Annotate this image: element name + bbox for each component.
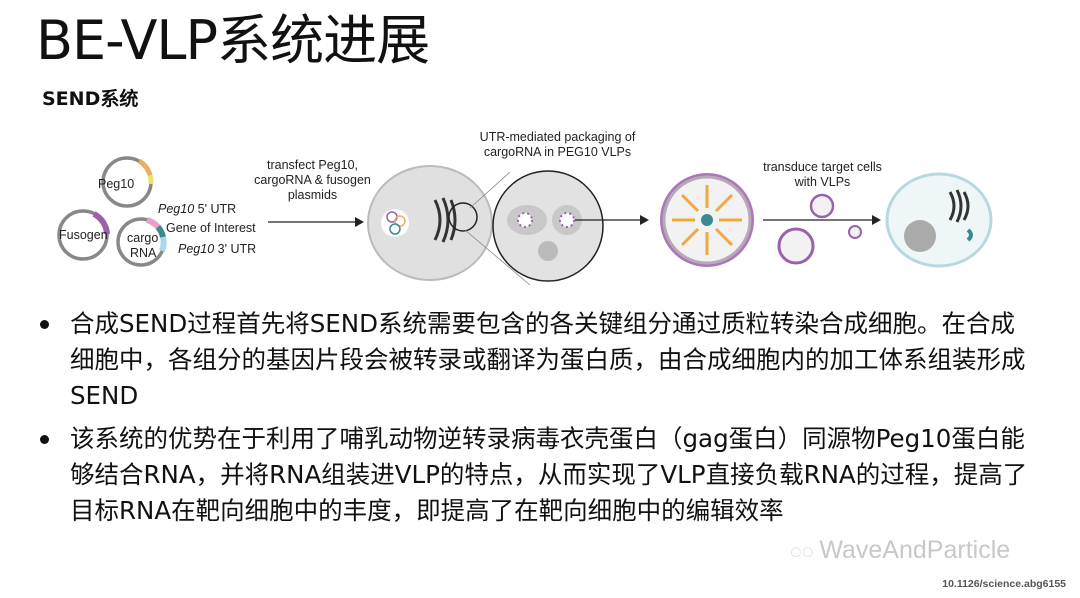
page-title: BE-VLP系统进展: [36, 9, 430, 72]
utr3-text: 3' UTR: [214, 242, 257, 256]
packaging-zoom-icon: [492, 170, 604, 282]
send-system-diagram: Peg10 Fusogen cargo RNA Peg10 5' UTR Gen…: [0, 120, 1080, 290]
step2-line: cargoRNA in PEG10 VLPs: [483, 145, 632, 159]
step-transfect-label: transfect Peg10, cargoRNA & fusogen plas…: [250, 158, 375, 203]
bullet-item: 该系统的优势在于利用了哺乳动物逆转录病毒衣壳蛋白（gag蛋白）同源物Peg10蛋…: [38, 421, 1038, 529]
peg10-plasmid-label: Peg10: [98, 177, 135, 191]
diagram-graphics: [57, 156, 993, 286]
fusogen-plasmid-label: Fusogen: [59, 228, 108, 242]
target-cell-icon: [885, 172, 993, 268]
step1-line: plasmids: [287, 188, 338, 202]
producer-cell-icon: [367, 165, 493, 281]
watermark: ◌◌ WaveAndParticle: [790, 536, 1010, 565]
step-packaging-label: UTR-mediated packaging of cargoRNA in PE…: [470, 130, 645, 160]
step3-line: with VLPs: [794, 175, 851, 189]
step3-line: transduce target cells: [763, 160, 882, 174]
goi-label: Gene of Interest: [166, 221, 256, 235]
step1-line: cargoRNA & fusogen: [254, 173, 371, 187]
cargo-plasmid-label-1: cargo: [127, 231, 159, 245]
utr5-text: 5' UTR: [194, 202, 237, 216]
utr3-label: Peg10 3' UTR: [178, 242, 256, 257]
utr3-gene: Peg10: [178, 242, 215, 256]
watermark-text: WaveAndParticle: [819, 536, 1011, 564]
step2-line: UTR-mediated packaging of: [479, 130, 636, 144]
vlp-icon: [660, 173, 754, 267]
bullet-dot-icon: [40, 320, 49, 329]
bullet-item: 合成SEND过程首先将SEND系统需要包含的各关键组分通过质粒转染合成细胞。在合…: [38, 306, 1038, 414]
utr5-label: Peg10 5' UTR: [158, 202, 236, 217]
bullet-dot-icon: [40, 435, 49, 444]
wechat-icon: ◌◌: [790, 541, 820, 563]
peg10-plasmid-icon: [101, 156, 154, 208]
bullet-text: 该系统的优势在于利用了哺乳动物逆转录病毒衣壳蛋白（gag蛋白）同源物Peg10蛋…: [70, 424, 1028, 525]
section-subtitle: SEND系统: [42, 88, 139, 110]
utr5-gene: Peg10: [158, 202, 195, 216]
bullet-list: 合成SEND过程首先将SEND系统需要包含的各关键组分通过质粒转染合成细胞。在合…: [38, 306, 1038, 536]
step1-line: transfect Peg10,: [266, 158, 359, 172]
bullet-text: 合成SEND过程首先将SEND系统需要包含的各关键组分通过质粒转染合成细胞。在合…: [70, 309, 1026, 410]
cargo-plasmid-label-2: RNA: [130, 246, 157, 260]
doi-citation: 10.1126/science.abg6155: [942, 578, 1066, 590]
fusogen-plasmid-icon: [57, 209, 110, 261]
cargo-rna-plasmid-icon: [116, 217, 167, 267]
step-transduce-label: transduce target cells with VLPs: [755, 160, 890, 190]
small-vlps-icon: [777, 193, 862, 265]
